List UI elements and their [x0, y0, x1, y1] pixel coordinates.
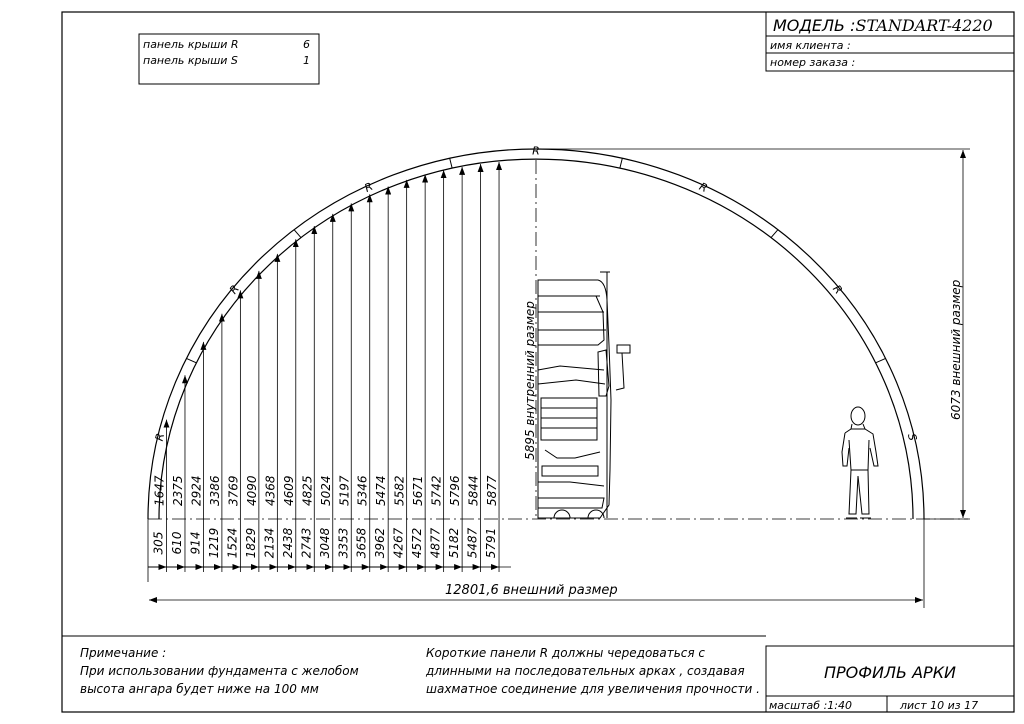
height-dimension-lines: 1647 2375 2924 3386 3769 4090 4368 4609 4825 5024… [153, 161, 503, 519]
offset-label: 305 [152, 532, 166, 555]
person-drawing [841, 406, 879, 519]
height-label: 4368 [263, 475, 277, 506]
notes: Примечание : При использовании фундамент… [80, 646, 760, 696]
drawing-frame [61, 11, 1015, 713]
height-label: 3386 [208, 475, 222, 506]
outer-width-label: 12801,6 внешний размер [445, 583, 618, 598]
panels-note-line-2: длинными на последовательных арках , соз… [425, 664, 745, 678]
offset-label: 3962 [373, 528, 387, 559]
panels-legend: панель крыши R 6 панель крыши S 1 [138, 33, 320, 85]
legend-panel-r-label: панель крыши R [143, 38, 239, 51]
offset-label: 5487 [466, 527, 480, 558]
panel-mark: R [362, 180, 375, 195]
notes-line-2: высота ангара будет ниже на 100 мм [80, 682, 319, 696]
offset-label: 914 [188, 532, 202, 555]
offset-label: 1219 [207, 528, 221, 559]
height-label: 3769 [226, 475, 240, 506]
offset-label: 3048 [318, 527, 332, 558]
sheet-number-label: лист 10 из 17 [899, 699, 978, 712]
offset-label: 3353 [336, 528, 350, 559]
height-label: 2375 [171, 475, 185, 506]
legend-panel-r-count: 6 [303, 38, 310, 51]
height-label: 5877 [485, 475, 499, 506]
model-label: МОДЕЛЬ :STANDART-4220 [773, 16, 993, 35]
height-label: 5197 [337, 475, 351, 506]
panel-mark: R [830, 283, 845, 297]
height-label: 5474 [374, 475, 388, 506]
offset-label: 2743 [299, 528, 313, 559]
panel-joint [619, 158, 623, 169]
panel-joint [770, 229, 779, 238]
notes-line-1: При использовании фундамента с желобом [80, 664, 359, 678]
height-label: 5844 [467, 475, 481, 506]
panel-joint [186, 358, 197, 364]
height-label: 5024 [319, 475, 333, 506]
title-block: МОДЕЛЬ :STANDART-4220 имя клиента : номе… [765, 11, 1015, 72]
offset-label: 610 [170, 531, 184, 554]
panels-note-line-3: шахматное соединение для увеличения проч… [426, 682, 760, 696]
height-label: 4609 [282, 475, 296, 506]
height-label: 5671 [411, 475, 425, 506]
height-label: 4090 [245, 475, 259, 506]
panel-joint [293, 229, 302, 238]
offset-label: 3658 [355, 527, 369, 558]
height-label: 4825 [300, 475, 314, 506]
legend-panel-s-count: 1 [303, 54, 310, 67]
height-label: 5796 [448, 475, 462, 506]
arch-panel-joints [186, 158, 886, 364]
client-name-label: имя клиента : [770, 39, 851, 52]
panel-mark: S [905, 432, 919, 442]
notes-heading: Примечание : [80, 646, 166, 660]
offset-label: 2134 [262, 528, 276, 559]
offset-label: 2438 [281, 527, 295, 558]
legend-panel-s-label: панель крыши S [143, 54, 238, 67]
offset-label: 4572 [410, 528, 424, 559]
panel-mark: R [227, 283, 242, 297]
offset-label: 5182 [447, 528, 461, 559]
offset-label: 1524 [225, 528, 239, 559]
inner-height-label: 5895 внутренний размер [523, 301, 537, 460]
height-label: 1647 [153, 475, 167, 506]
outer-height-label: 6073 внешний размер [949, 279, 963, 420]
panel-joint [875, 358, 886, 364]
height-label: 5742 [430, 475, 444, 506]
panel-mark: R [153, 432, 167, 442]
offsets-table: 305 610 914 1219 1524 1829 2134 2438 2743 3048 335… [147, 519, 511, 582]
panel-mark: R [532, 145, 540, 158]
panels-note-line-1: Короткие панели R должны чередоваться с [426, 646, 705, 660]
order-number-label: номер заказа : [770, 56, 855, 69]
outer-height-dimension [536, 148, 970, 520]
panel-joint [449, 158, 453, 169]
offset-label: 1829 [244, 528, 258, 559]
outer-width-dimension [149, 519, 925, 608]
height-label: 2924 [189, 475, 203, 506]
scale-label: масштаб :1:40 [769, 699, 852, 712]
truck-drawing [537, 271, 631, 519]
offset-label: 5791 [484, 528, 498, 559]
model-value: STANDART-4220 [856, 16, 993, 35]
height-label: 5582 [393, 475, 407, 506]
drawing-title: ПРОФИЛЬ АРКИ [824, 663, 956, 682]
offset-label: 4877 [429, 527, 443, 558]
stamp-block: ПРОФИЛЬ АРКИ масштаб :1:40 лист 10 из 17 [765, 645, 1015, 713]
height-label: 5346 [356, 475, 370, 506]
offset-label: 4267 [392, 527, 406, 558]
